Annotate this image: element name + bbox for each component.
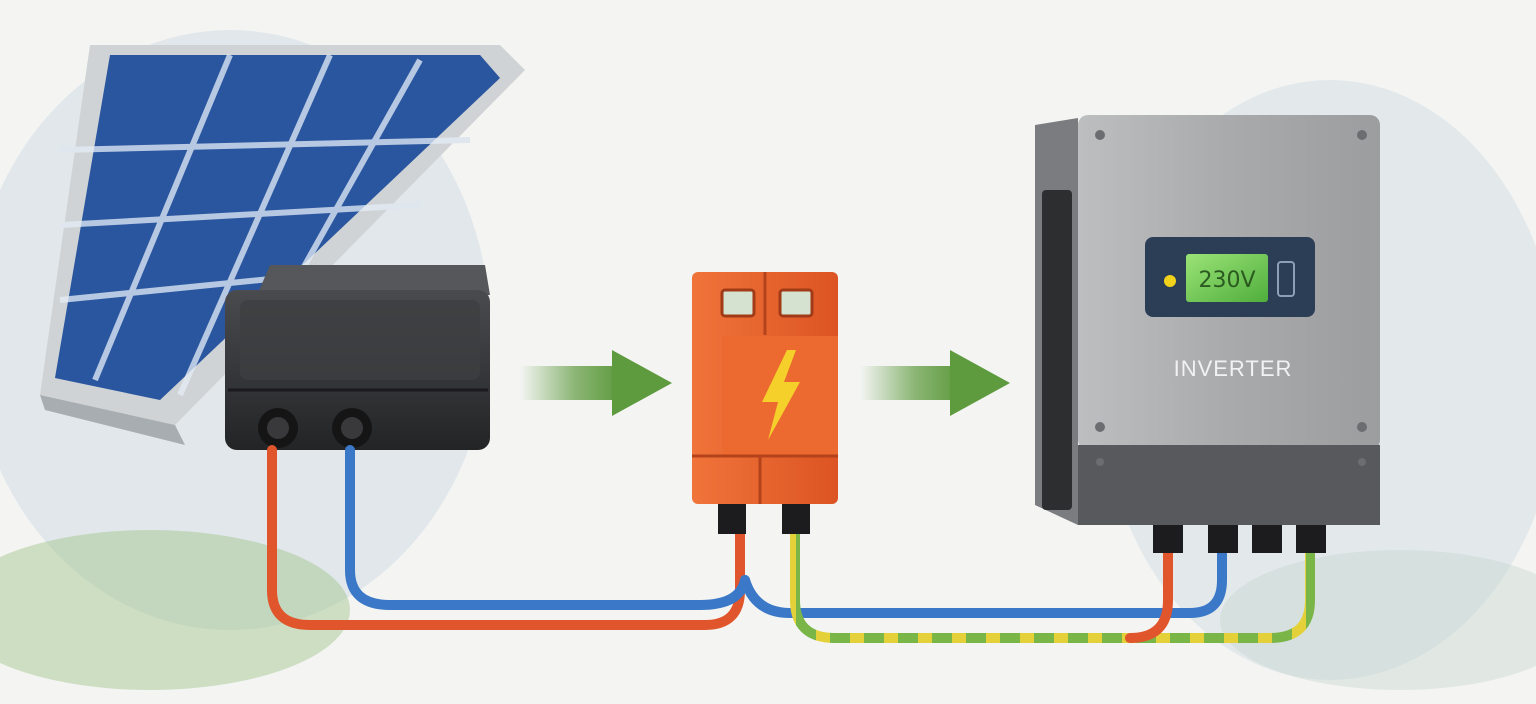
inverter: 230V INVERTER (1035, 115, 1380, 553)
wires (267, 445, 1315, 643)
inverter-connectors (1153, 525, 1326, 553)
flow-arrow-icon (860, 350, 1010, 416)
wire-ground (790, 515, 1315, 643)
inverter-label: INVERTER (1174, 356, 1293, 381)
cable-gland-left (258, 408, 298, 448)
lightning-bolt-icon (762, 350, 800, 440)
wire-positive-panel (267, 445, 745, 630)
status-indicator-icon (1164, 275, 1176, 287)
wire-negative-inverter (740, 535, 1227, 618)
inverter-display-panel: 230V (1145, 237, 1315, 317)
junction-box (225, 265, 490, 450)
wire-negative-panel (345, 445, 750, 610)
cable-gland-right (332, 408, 372, 448)
flow-arrow-icon (520, 350, 672, 416)
surge-protector (692, 272, 838, 534)
wire-positive-inverter (1125, 535, 1173, 643)
solar-panel (40, 45, 525, 445)
display-readout: 230V (1198, 268, 1255, 293)
